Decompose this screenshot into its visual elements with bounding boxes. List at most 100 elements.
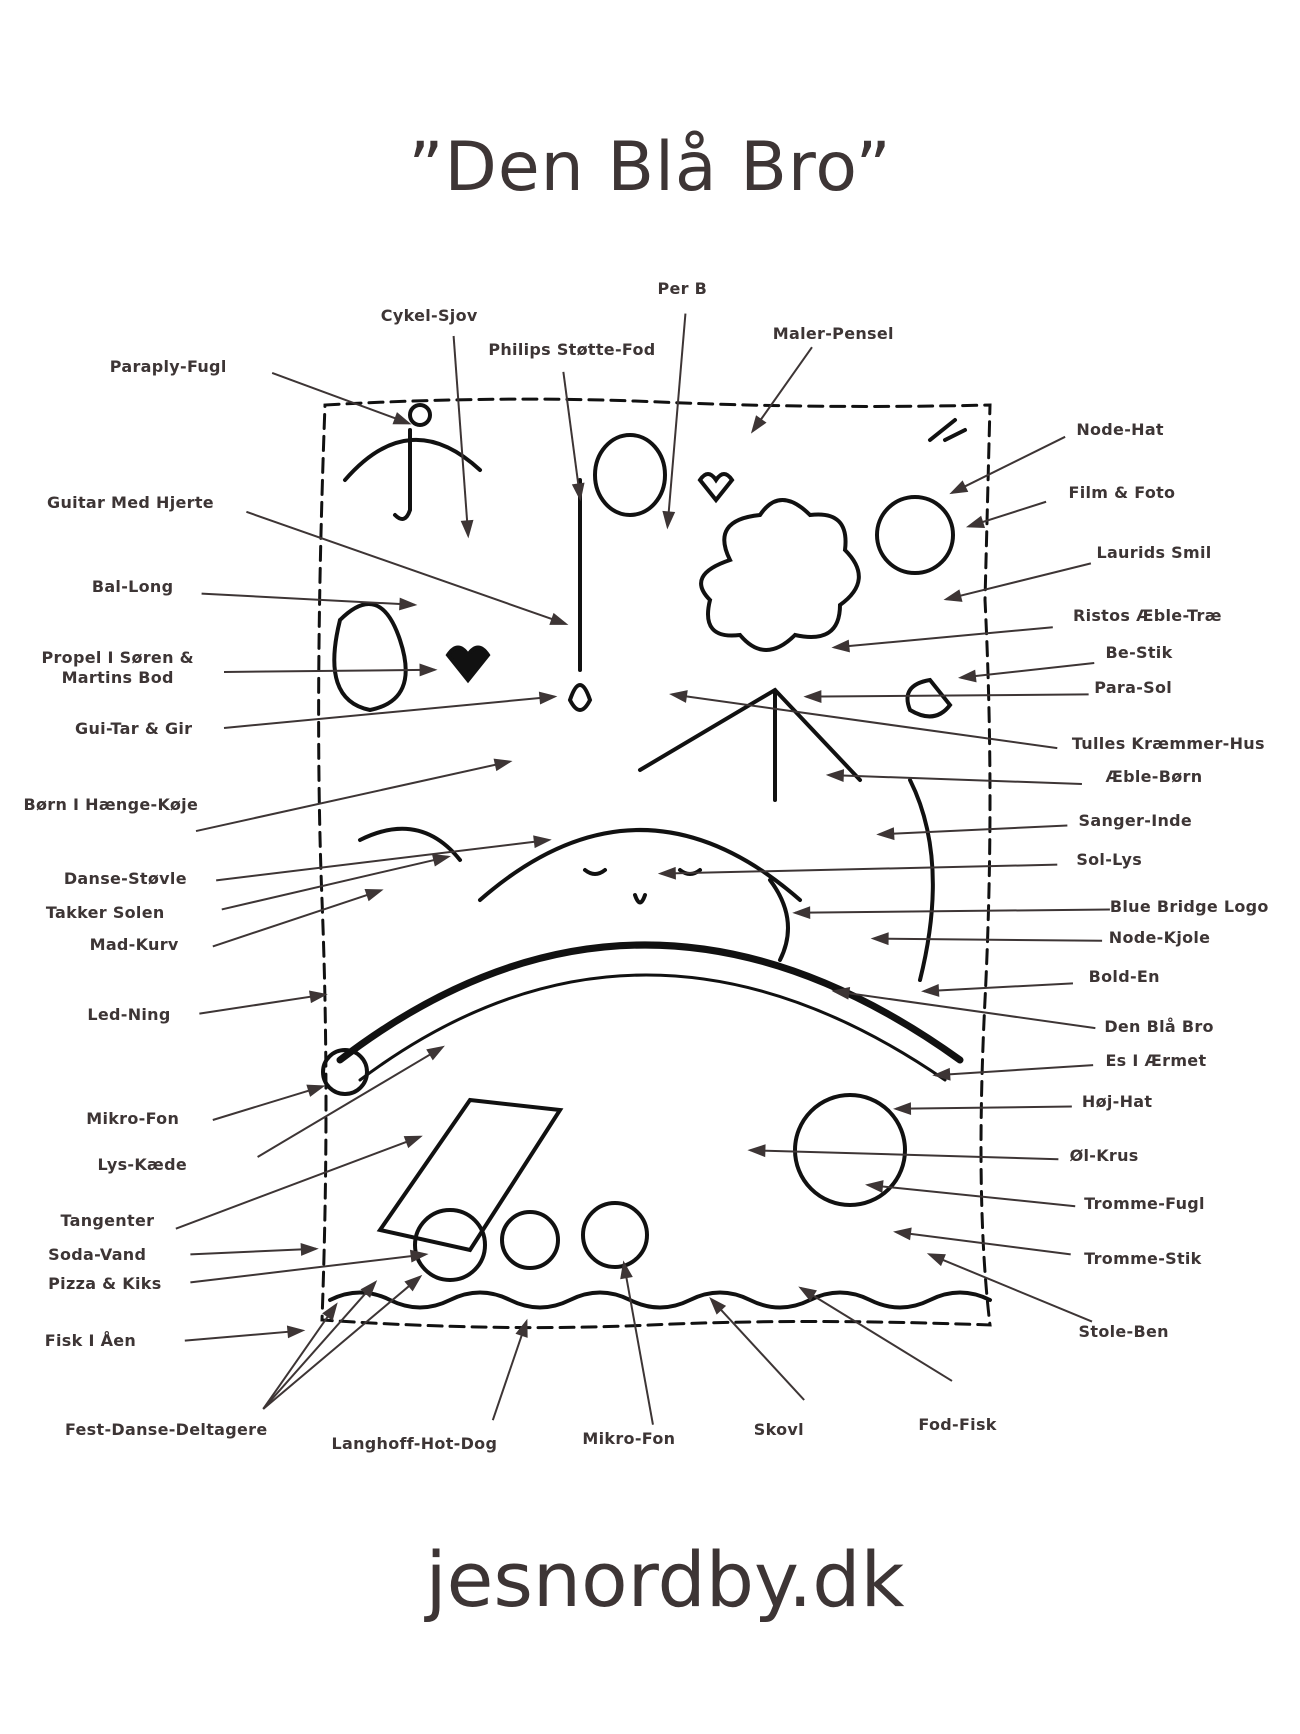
callout-arrow [221, 855, 449, 911]
illustration-border [317, 397, 992, 1330]
callout-label: Ristos Æble-Træ [1072, 606, 1222, 626]
arrowhead-icon [404, 1274, 423, 1292]
callout-arrow [800, 1287, 953, 1382]
callout-arrow [666, 313, 687, 527]
arrowhead-icon [403, 1135, 423, 1149]
callout-arrow [175, 1135, 421, 1230]
website-footer[interactable]: jesnordby.dk [425, 1535, 905, 1624]
callout-arrow [195, 760, 510, 833]
keyboard [376, 1097, 564, 1253]
arrowhead-icon [831, 986, 851, 1000]
callout-label: Bal-Long [91, 577, 174, 596]
arrowhead-icon [876, 827, 895, 841]
callout-label: Gui-Tar & Gir [75, 719, 193, 739]
callout-label: Blue Bridge Logo [1109, 897, 1269, 917]
callout-label: Lys-Kæde [97, 1154, 188, 1174]
arrowhead-icon [620, 1260, 633, 1280]
callout-label: Pizza & Kiks [48, 1273, 162, 1293]
callout-label: Guitar Med Hjerte [47, 493, 214, 512]
arrowhead-icon [921, 984, 940, 997]
callout-label: Tromme-Fugl [1084, 1194, 1205, 1214]
callout-arrow [873, 937, 1103, 942]
callout-arrow [867, 1183, 1076, 1208]
callout-arrow [262, 1304, 337, 1410]
callout-label: Bold-En [1088, 966, 1160, 986]
callout-label: Propel I Søren & Martins Bod [41, 647, 194, 687]
arrowhead-icon [322, 1302, 338, 1321]
callout-arrow [795, 908, 1110, 914]
callout-arrow [929, 1253, 1093, 1323]
callout-arrow [751, 346, 813, 432]
arrowhead-icon [825, 769, 845, 782]
callout-label: Tromme-Stik [1084, 1249, 1202, 1268]
callout-arrow [271, 372, 410, 425]
callout-label: Øl-Krus [1069, 1145, 1139, 1165]
callout-arrow [951, 435, 1066, 494]
callout-label: Paraply-Fugl [109, 357, 227, 377]
bridge [336, 941, 964, 1064]
callout-label: Fisk I Åen [44, 1330, 137, 1350]
arrowhead-icon [306, 1084, 326, 1097]
arrowhead-icon [538, 691, 558, 705]
callout-label: Node-Hat [1076, 420, 1164, 440]
arrowhead-icon [409, 1249, 429, 1263]
callout-label: Laurids Smil [1096, 543, 1212, 563]
arrowhead-icon [431, 853, 451, 867]
callout-label: Es I Ærmet [1105, 1050, 1207, 1070]
callout-arrow [895, 1105, 1072, 1110]
callout-label: Cykel-Sjov [380, 305, 478, 325]
arrowhead-icon [943, 589, 963, 602]
callout-label: Maler-Pensel [772, 323, 894, 343]
callout-label: Danse-Støvle [63, 869, 187, 889]
arrowhead-icon [798, 1286, 817, 1302]
arrowhead-icon [549, 612, 569, 625]
callout-arrow [199, 993, 325, 1015]
arrowhead-icon [803, 690, 822, 703]
callout-arrow [671, 693, 1058, 750]
callout-label: Fod-Fisk [918, 1414, 997, 1434]
callout-label: Film & Foto [1068, 482, 1176, 502]
callout-arrow [223, 668, 435, 673]
callout-arrow [834, 990, 1096, 1030]
arrowhead-icon [865, 1180, 884, 1193]
callout-arrow [946, 562, 1092, 601]
arrowhead-icon [419, 663, 438, 677]
callout-label: Philips Støtte-Fod [488, 339, 656, 359]
callout-arrow [879, 824, 1068, 836]
arrowhead-icon [893, 1102, 912, 1116]
callout-label: Be-Stik [1105, 643, 1173, 663]
arrowhead-icon [364, 889, 384, 902]
pizza [413, 1208, 487, 1282]
arrowhead-icon [533, 835, 552, 849]
callout-arrow [184, 1329, 303, 1342]
callout-arrow [491, 1321, 528, 1421]
callout-label: Tulles Kræmmer-Hus [1071, 733, 1265, 753]
callout-arrow [935, 1064, 1094, 1077]
arrowhead-icon [747, 1144, 766, 1158]
arrowhead-icon [949, 480, 969, 495]
microphone [321, 1048, 369, 1096]
arrowhead-icon [958, 669, 977, 683]
arrowhead-icon [286, 1325, 306, 1339]
arrowhead-icon [392, 412, 412, 425]
arrowhead-icon [300, 1243, 319, 1256]
arrowhead-icon [932, 1067, 951, 1081]
callout-label: Mikro-Fon [86, 1109, 180, 1128]
callout-label: Sol-Lys [1076, 850, 1143, 870]
arrowhead-icon [669, 690, 688, 703]
callout-label: Æble-Børn [1105, 767, 1203, 787]
water [328, 1290, 992, 1310]
callout-arrow [201, 592, 415, 606]
callout-arrow [710, 1298, 805, 1401]
callout-label: Fest-Danse-Deltagere [64, 1420, 268, 1440]
arrowhead-icon [460, 519, 474, 539]
callout-arrow [262, 1281, 376, 1410]
arrowhead-icon [709, 1297, 727, 1315]
callout-label: Per B [657, 279, 708, 299]
callout-label: Soda-Vand [48, 1244, 147, 1264]
arrowhead-icon [750, 415, 767, 434]
callout-arrow [212, 889, 382, 948]
callout-arrow [806, 693, 1089, 698]
callout-arrow [562, 371, 582, 499]
